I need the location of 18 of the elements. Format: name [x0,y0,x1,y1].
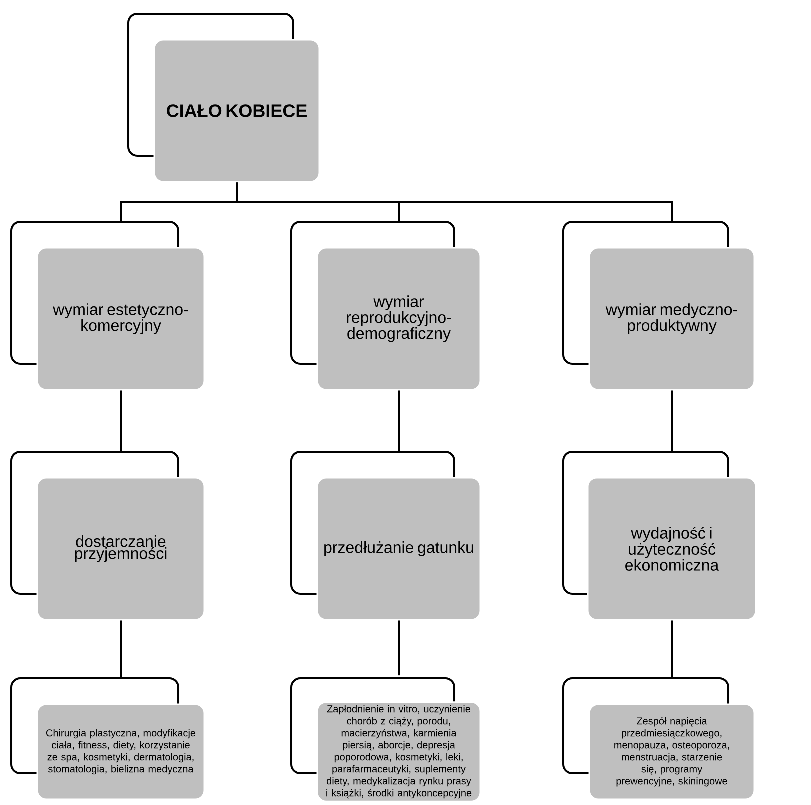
connector-line [671,390,673,452]
process-box: CIAŁO KOBIECE [128,12,320,183]
connector-line [398,390,400,452]
connector-line [671,620,673,678]
connector-line [120,390,122,452]
connector-line [120,620,122,678]
process-box: Zespół napięcia przedmiesiączkowego, menopauza, osteoporoza, menstruacja, starzenie się, programy prewencyjne, skiningowe [562,677,756,800]
process-box: dostarczanie przyjemności [10,450,206,621]
process-box: wymiar estetyczno-komercyjny [10,220,206,391]
process-box: wymiar medyczno-produktywny [562,220,756,391]
process-box: przedłużanie gatunku [290,450,482,621]
connector-line [236,182,673,222]
process-box: wymiar reprodukcyjno-demograficzny [290,220,482,391]
process-box: Chirurgia plastyczna, modyfikacje ciała, fitness, diety, korzystanie ze spa, kosmetyki, dermatologia, stomatologia, bielizna medyczna [10,677,206,800]
connector-line [398,620,400,676]
process-box: wydajność i użyteczność ekonomiczna [562,450,757,621]
process-box: Zapłodnienie in vitro, uczynienie chorób z ciąży, porodu, macierzyństwa, karmienia piersią, aborcje, depresja poporodowa, kosmetyki, leki, parafarmaceutyki, suplementy diety, medykalizacja rynku prasy i książki, środki antykoncepcyjne [290,677,482,802]
node-label: prewencyjne, skiningowe [616,777,728,787]
